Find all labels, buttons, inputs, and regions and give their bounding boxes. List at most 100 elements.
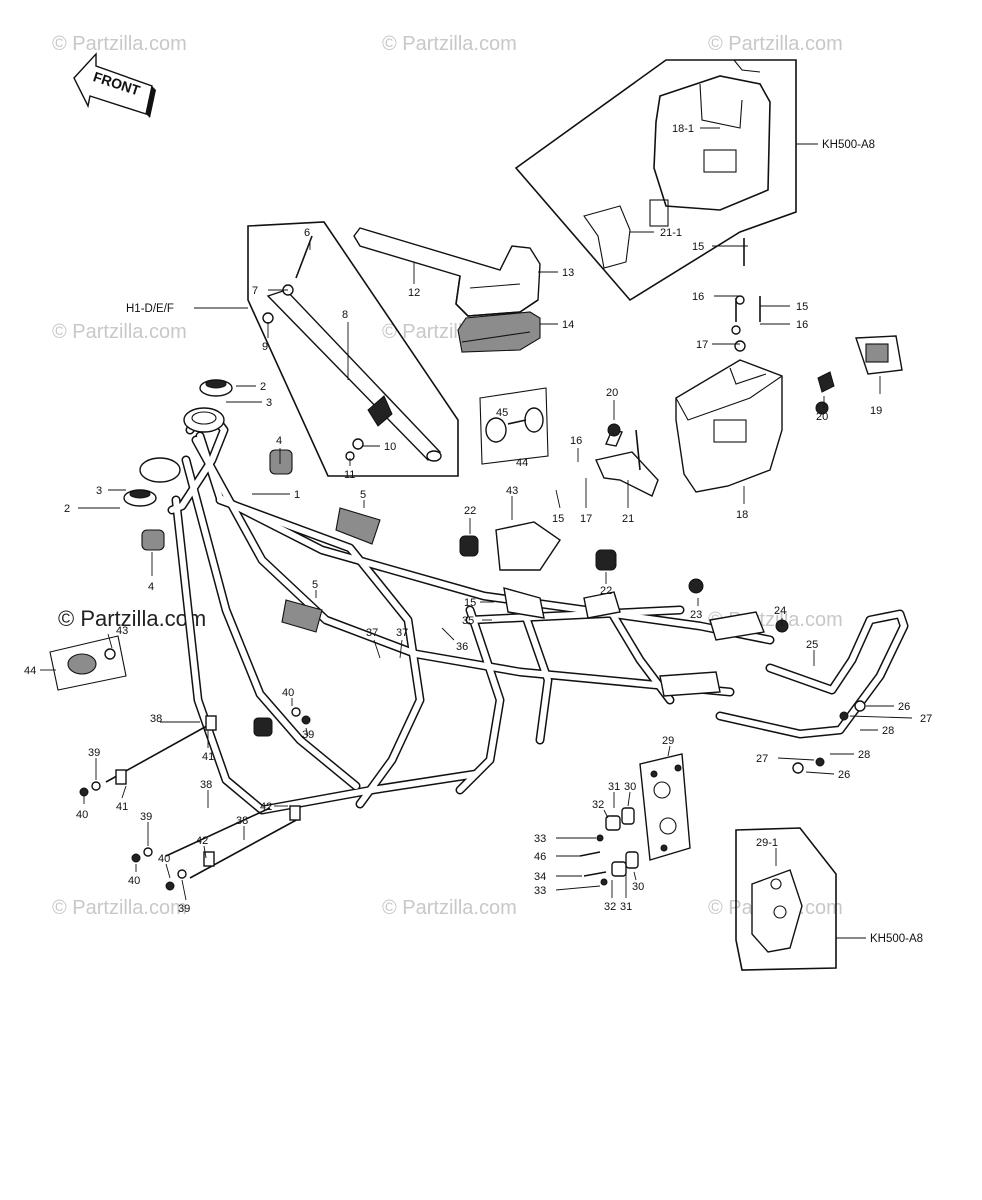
inset-kh500-top: KH500-A8 — [514, 59, 875, 302]
callout-label: 40 — [158, 853, 170, 865]
callout-label: 15 — [692, 241, 704, 253]
callout-label: 7 — [252, 285, 258, 297]
grab-rail — [715, 609, 909, 774]
callout-label: 39 — [178, 903, 190, 915]
callout-label: 28 — [882, 725, 894, 737]
callout-label: 41 — [202, 751, 214, 763]
watermark-dark: © Partzilla.com — [58, 606, 206, 631]
callout-label: 15 — [464, 597, 476, 609]
callout-label: 40 — [282, 687, 294, 699]
callout-label: 42 — [260, 801, 272, 813]
rear-cover-assembly — [353, 227, 541, 353]
variant-label: H1-D/E/F — [126, 303, 174, 315]
callout-label: 19 — [870, 405, 882, 417]
callout-label: 24 — [774, 605, 786, 617]
callout-leaders — [40, 127, 913, 901]
callout-label: 8 — [342, 309, 348, 321]
callout-label: 38 — [150, 713, 162, 725]
callout-label: 17 — [580, 513, 592, 525]
callout-label: 2 — [260, 381, 266, 393]
callout-label: 34 — [534, 871, 546, 883]
callout-label: 35 — [462, 615, 474, 627]
callout-label: 38 — [200, 779, 212, 791]
callout-label: 18-1 — [672, 123, 694, 135]
callout-label: 16 — [570, 435, 582, 447]
callout-label: 42 — [196, 835, 208, 847]
inset-kh500-bottom: KH500-A8 — [735, 827, 923, 971]
callout-label: 37 — [396, 627, 408, 639]
callout-label: 26 — [898, 701, 910, 713]
callout-label: 31 — [620, 901, 632, 913]
callout-label: 43 — [506, 485, 518, 497]
front-arrow-icon: FRONT — [73, 52, 156, 118]
callout-label: 22 — [600, 585, 612, 597]
callout-label: 28 — [858, 749, 870, 761]
watermark: © Partzilla.com — [52, 321, 187, 343]
callout-label: 5 — [360, 489, 366, 501]
callout-label: 23 — [690, 609, 702, 621]
callout-labels: 18-1 21-1 15 16 15 16 17 20 19 20 16 15 … — [24, 123, 932, 915]
callout-label: 22 — [464, 505, 476, 517]
watermark: © Partzilla.com — [708, 33, 843, 55]
callout-label: 38 — [236, 815, 248, 827]
callout-label: 20 — [816, 411, 828, 423]
callout-label: 1 — [294, 489, 300, 501]
callout-label: 41 — [116, 801, 128, 813]
callout-label: 32 — [604, 901, 616, 913]
callout-label: 44 — [516, 457, 528, 469]
callout-label: 31 — [608, 781, 620, 793]
callout-label: 15 — [552, 513, 564, 525]
callout-label: 26 — [838, 769, 850, 781]
callout-label: 33 — [534, 833, 546, 845]
callout-label: 13 — [562, 267, 574, 279]
callout-label: 37 — [366, 627, 378, 639]
watermark: © Partzilla.com — [52, 33, 187, 55]
callout-label: 20 — [606, 387, 618, 399]
callout-label: 5 — [312, 579, 318, 591]
watermark: © Partzilla.com — [382, 897, 517, 919]
callout-label: 18 — [736, 509, 748, 521]
callout-label: 2 — [64, 503, 70, 515]
callout-label: 30 — [624, 781, 636, 793]
callout-label: 10 — [384, 441, 396, 453]
callout-label: 14 — [562, 319, 574, 331]
callout-label: 27 — [920, 713, 932, 725]
callout-label: 11 — [344, 469, 355, 481]
callout-label: 39 — [140, 811, 152, 823]
callout-label: 27 — [756, 753, 768, 765]
steering-bearings — [123, 379, 293, 551]
watermark: © Partzilla.com — [52, 897, 187, 919]
variant-label: KH500-A8 — [822, 139, 875, 151]
callout-label: 40 — [128, 875, 140, 887]
main-frame — [139, 401, 829, 815]
callout-label: 40 — [76, 809, 88, 821]
callout-label: 29-1 — [756, 837, 778, 849]
callout-label: 9 — [262, 341, 268, 353]
callout-label: 36 — [456, 641, 468, 653]
callout-label: 17 — [696, 339, 708, 351]
footrest-plate-parts — [579, 753, 691, 886]
callout-label: 16 — [692, 291, 704, 303]
callout-label: 46 — [534, 851, 546, 863]
callout-label: 21-1 — [660, 227, 682, 239]
battery-box — [595, 238, 903, 497]
callout-label: 15 — [796, 301, 808, 313]
callout-label: 4 — [276, 435, 282, 447]
damper-parts — [49, 387, 549, 691]
variant-label: KH500-A8 — [870, 933, 923, 945]
callout-label: 43 — [116, 625, 128, 637]
callout-label: 33 — [534, 885, 546, 897]
watermark: © Partzilla.com — [382, 33, 517, 55]
callout-label: 3 — [266, 397, 272, 409]
callout-label: 44 — [24, 665, 36, 677]
callout-label: 4 — [148, 581, 154, 593]
callout-label: 25 — [806, 639, 818, 651]
callout-label: 16 — [796, 319, 808, 331]
callout-label: 3 — [96, 485, 102, 497]
callout-label: 45 — [496, 407, 508, 419]
callout-label: 39 — [302, 729, 314, 741]
callout-label: 30 — [632, 881, 644, 893]
callout-label: 21 — [622, 513, 634, 525]
callout-label: 32 — [592, 799, 604, 811]
